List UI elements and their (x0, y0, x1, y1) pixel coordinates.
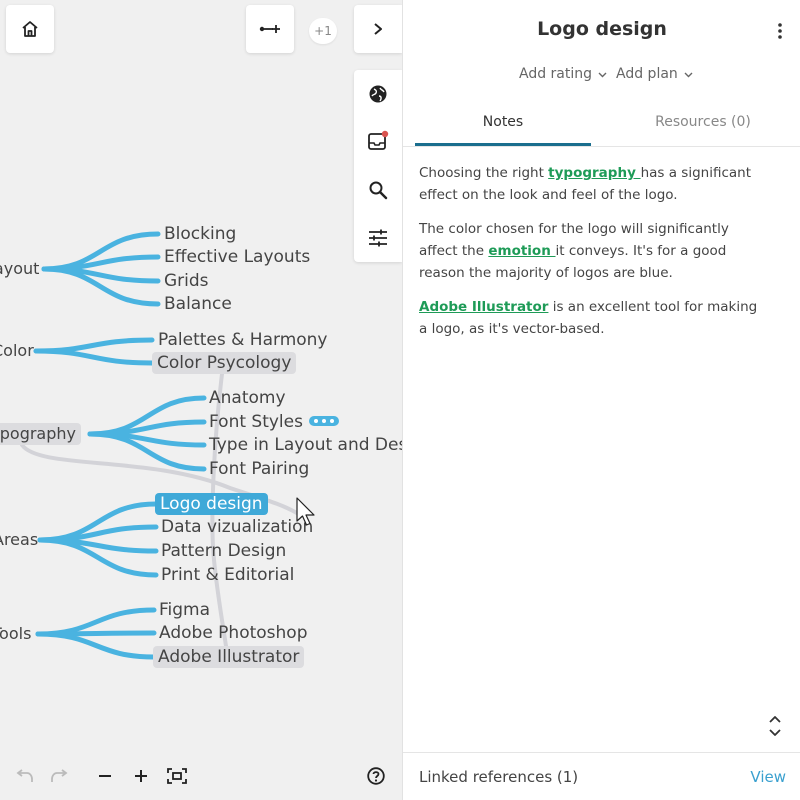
home-icon (22, 21, 38, 37)
note-paragraph: The color chosen for the logo will signi… (419, 218, 764, 284)
help-icon (367, 767, 385, 785)
panel-title: Logo design (537, 18, 667, 40)
note-text: is an excellent tool for making a logo, … (419, 299, 758, 337)
chevron-down-icon (598, 72, 607, 78)
node-layout[interactable]: Layout (0, 259, 40, 278)
note-text: Choosing the right (419, 165, 549, 181)
filter-button[interactable] (354, 214, 402, 262)
node-tools[interactable]: Tools (0, 624, 32, 643)
fit-screen-button[interactable] (165, 764, 189, 788)
collapsed-children-indicator[interactable] (308, 416, 339, 426)
redo-icon (51, 769, 68, 782)
node-palettes-harmony[interactable]: Palettes & Harmony (158, 330, 328, 350)
cross-link-psycology (210, 372, 230, 662)
branch-tools-figma (35, 607, 157, 637)
branch-layout-balance (41, 266, 161, 307)
node-font-styles[interactable]: Font Styles (204, 411, 344, 433)
link-emotion[interactable]: emotion (488, 243, 556, 259)
note-text: has a significant effect on the look and… (419, 165, 752, 203)
zoom-out-button[interactable] (93, 764, 117, 788)
note-text: The color chosen for the logo will signi… (419, 221, 729, 259)
mindmap-canvas[interactable]: Layout Color Typography Areas Tools Bloc… (0, 0, 402, 800)
tab-resources[interactable]: Resources (0) (655, 114, 751, 130)
globe-icon (369, 85, 387, 103)
node-grids[interactable]: Grids (164, 271, 209, 291)
inbox-button[interactable] (354, 117, 402, 165)
note-text: it conveys. It's for a good reason the m… (419, 243, 727, 281)
search-button[interactable] (354, 166, 402, 214)
node-areas[interactable]: Areas (0, 530, 39, 549)
node-logo-design[interactable]: Logo design (155, 493, 268, 515)
node-adobe-illustrator[interactable]: Adobe Illustrator (153, 646, 305, 668)
connect-icon (259, 25, 280, 33)
node-blocking[interactable]: Blocking (164, 224, 237, 244)
undo-icon (16, 769, 33, 782)
branch-typo-pairing (87, 431, 207, 472)
more-options-icon[interactable] (776, 22, 784, 40)
undo-button[interactable] (12, 764, 36, 788)
add-rating-label: Add rating (519, 66, 593, 82)
sliders-icon (369, 229, 387, 247)
mindmap-connections (20, 231, 302, 662)
zoom-out-icon (99, 775, 111, 777)
node-effective-layouts[interactable]: Effective Layouts (164, 247, 311, 267)
node-figma[interactable]: Figma (159, 600, 211, 620)
zoom-in-button[interactable] (129, 764, 153, 788)
tab-divider (403, 146, 800, 147)
node-anatomy[interactable]: Anatomy (209, 388, 286, 408)
branch-tools-illustrator (35, 631, 157, 660)
inbox-icon (368, 130, 389, 150)
node-balance[interactable]: Balance (164, 294, 232, 314)
node-color[interactable]: Color (0, 341, 34, 360)
mouse-cursor-icon (296, 497, 315, 526)
cross-link-typography (20, 443, 302, 517)
branch-color-psycology (33, 348, 155, 366)
active-tab-indicator (415, 143, 591, 146)
link-typography[interactable]: typography (548, 165, 641, 181)
link-adobe-illustrator[interactable]: Adobe Illustrator (419, 299, 549, 315)
node-color-psycology[interactable]: Color Psycology (152, 352, 297, 374)
fit-screen-icon (167, 768, 187, 784)
help-button[interactable] (364, 764, 388, 788)
note-paragraph: Adobe Illustrator is an excellent tool f… (419, 296, 764, 340)
add-plan-button[interactable]: Add plan (616, 66, 693, 82)
chevron-right-icon (374, 23, 382, 35)
zoom-in-icon (135, 770, 147, 782)
node-pattern-design[interactable]: Pattern Design (161, 541, 287, 561)
home-button[interactable] (6, 5, 54, 53)
node-font-styles-label: Font Styles (209, 412, 303, 432)
note-paragraph: Choosing the right typography has a sign… (419, 162, 764, 206)
node-font-pairing[interactable]: Font Pairing (209, 459, 310, 479)
add-rating-button[interactable]: Add rating (519, 66, 607, 82)
next-button[interactable] (354, 5, 402, 53)
redo-button[interactable] (48, 764, 72, 788)
node-type-in-layout[interactable]: Type in Layout and Design (209, 435, 402, 455)
globe-button[interactable] (354, 70, 402, 118)
footer-divider (403, 752, 800, 753)
node-print-editorial[interactable]: Print & Editorial (161, 565, 295, 585)
add-plan-label: Add plan (616, 66, 678, 82)
node-typography[interactable]: Typography (0, 423, 81, 445)
expand-collapse-icon[interactable] (767, 714, 783, 738)
tab-notes[interactable]: Notes (482, 114, 524, 130)
node-data-vizualization[interactable]: Data vizualization (161, 517, 314, 537)
connect-button[interactable] (246, 5, 294, 53)
node-adobe-photoshop[interactable]: Adobe Photoshop (159, 623, 308, 643)
details-panel: Logo design Add rating Add plan Notes Re… (402, 0, 800, 800)
chevron-down-icon (684, 72, 693, 78)
side-toolbar (354, 70, 402, 262)
extra-count-badge[interactable]: +1 (309, 18, 337, 44)
view-references-link[interactable]: View (750, 768, 786, 786)
notes-content[interactable]: Choosing the right typography has a sign… (419, 162, 764, 352)
linked-references-label: Linked references (1) (419, 768, 579, 786)
branch-areas-print (37, 537, 159, 578)
search-icon (369, 181, 388, 200)
